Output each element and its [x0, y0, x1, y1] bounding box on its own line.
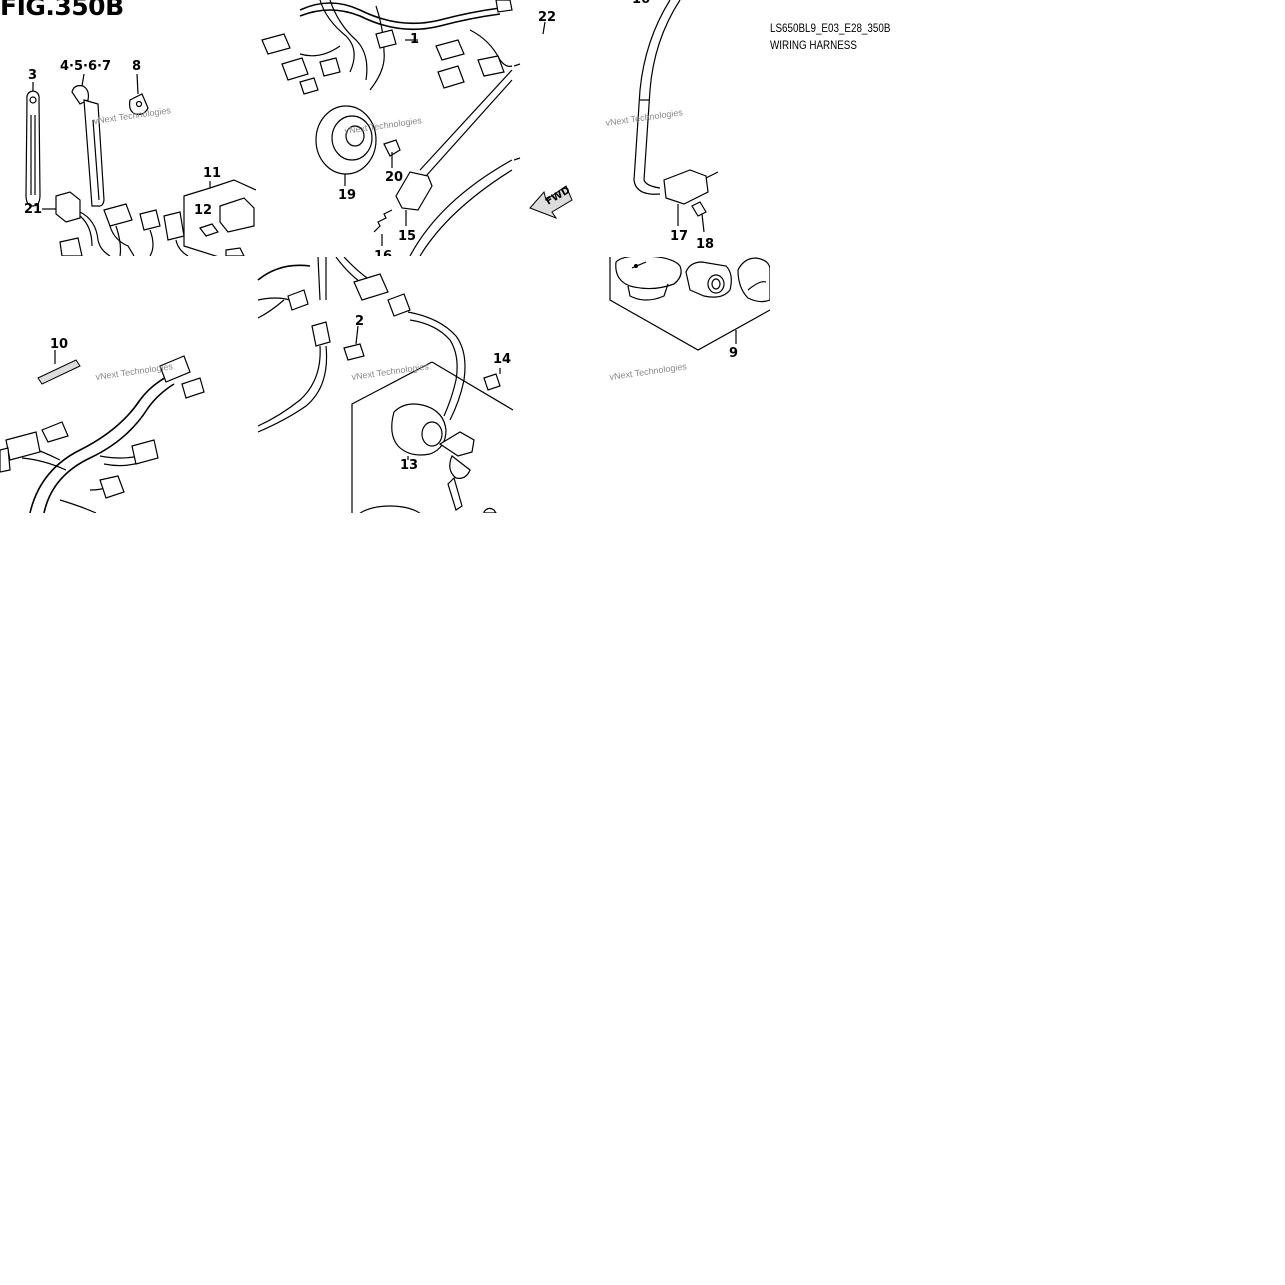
- callout-18: 18: [696, 237, 714, 252]
- callout-3: 3: [28, 68, 37, 83]
- callout-19: 19: [338, 188, 356, 203]
- callout-17: 17: [670, 229, 688, 244]
- ignition-key-part: [520, 33, 556, 96]
- fuse-box-bracket: [163, 179, 256, 256]
- callout-16b: 16: [632, 0, 650, 7]
- callout-13: 13: [400, 458, 418, 473]
- callout-9: 10: [50, 337, 68, 352]
- fwd-arrow: FWD: [529, 185, 573, 220]
- callout-20: 20: [385, 170, 403, 185]
- figure-title: FIG.350B: [0, 0, 124, 21]
- bolt-part: [383, 139, 401, 168]
- screw-14-part: [483, 368, 501, 391]
- horn-part: [315, 105, 377, 186]
- tile-clamps-relays: 3 4·5·6·7 8 11 12 21 vNext Technologies: [24, 59, 256, 256]
- callout-8: 8: [132, 59, 141, 74]
- callout-11: 12: [194, 203, 212, 218]
- callout-21: 21: [24, 202, 42, 217]
- callout-15: 15: [398, 229, 416, 244]
- terminal-part: [343, 325, 365, 361]
- cable-tie-part: [71, 73, 105, 207]
- switch-cable: [633, 0, 681, 195]
- callout-2: 2: [355, 314, 364, 329]
- sub-harness-part: [0, 355, 205, 513]
- callout-4-5-6-7: 4·5·6·7: [60, 59, 111, 74]
- brake-light-switch-part: [395, 69, 513, 226]
- callout-1: 1: [410, 32, 419, 47]
- watermark-6: vNext Technologies: [609, 361, 688, 382]
- clip-part: [129, 73, 149, 115]
- label-sticker-part: [37, 350, 81, 385]
- figure-name: WIRING HARNESS: [770, 38, 857, 52]
- ignition-switch-part: [351, 361, 513, 513]
- callout-22: 22: [538, 10, 556, 25]
- relay-part: [42, 191, 111, 256]
- watermark-5: vNext Technologies: [351, 361, 430, 382]
- ignition-cable: [407, 311, 466, 421]
- harness-continuation: [257, 257, 411, 433]
- clutch-switch-part: [663, 169, 719, 226]
- spring-part: [373, 209, 393, 246]
- connector-cluster: [103, 203, 161, 256]
- screw-part: [691, 201, 707, 233]
- clamp-strap-part: [25, 82, 41, 207]
- tile-sub-harness: 10 vNext Technologies: [0, 337, 205, 513]
- tile-lock-set: 9 vNext Technologies: [609, 257, 770, 382]
- tile-fwd-switch: FWD 16 17 18 22 vNext Techno: [514, 0, 719, 252]
- callout-16: 16: [374, 249, 392, 264]
- callout-10: 11: [203, 166, 221, 181]
- figure-code: LS650BL9_E03_E28_350B: [770, 21, 891, 35]
- main-harness-part: [261, 0, 513, 95]
- tile-main-harness: 1 19 20 15 16 vNext Technologies: [261, 0, 556, 264]
- tile-ignition: 2 13 14 vNext Technologies: [257, 257, 513, 513]
- lock-set-part: [609, 257, 770, 351]
- watermark-3: vNext Technologies: [605, 107, 684, 128]
- figure-caption: LS650BL9_E03_E28_350B WIRING HARNESS: [770, 20, 890, 54]
- callout-14: 14: [493, 352, 511, 367]
- callout-12: 9: [729, 346, 738, 361]
